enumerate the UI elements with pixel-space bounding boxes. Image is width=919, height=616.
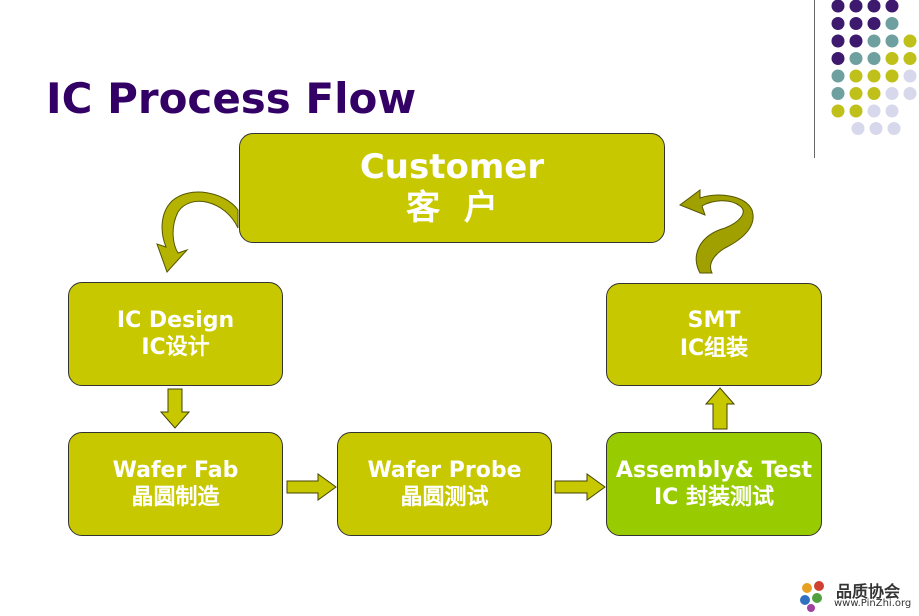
decor-dot — [831, 104, 845, 118]
node-ic-design-cn: IC设计 — [141, 335, 210, 360]
decor-dot — [849, 17, 863, 30]
decor-dot — [849, 69, 863, 83]
decor-dot — [885, 34, 899, 48]
node-wafer-probe: Wafer Probe 晶圆测试 — [337, 432, 552, 536]
arrow-design-to-fab — [159, 388, 191, 429]
decor-dot — [851, 122, 865, 135]
logo-name: 品质协会 — [836, 582, 901, 601]
decor-dot — [885, 104, 899, 118]
decor-dot — [885, 0, 899, 13]
decor-dot — [903, 69, 917, 83]
decor-dot — [867, 34, 881, 48]
page-title: IC Process Flow — [46, 74, 417, 123]
decor-dot — [849, 34, 863, 48]
decor-dot — [903, 52, 917, 65]
decor-dot — [849, 52, 863, 65]
arrow-fab-to-probe — [286, 473, 337, 501]
decor-dot — [867, 52, 881, 65]
decor-dot — [867, 69, 881, 83]
decor-dot — [869, 122, 883, 135]
decor-dot — [849, 0, 863, 13]
node-assembly-test: Assembly& Test IC 封装测试 — [606, 432, 822, 536]
node-assembly-test-cn: IC 封装测试 — [654, 485, 774, 510]
arrow-smt-to-customer — [678, 189, 754, 274]
node-customer-cn: 客 户 — [406, 188, 498, 228]
decor-dot — [831, 34, 845, 48]
arrow-assembly-to-smt — [704, 387, 736, 430]
decor-dot — [831, 87, 845, 100]
decor-dot — [849, 87, 863, 100]
decor-dot — [867, 17, 881, 30]
decor-dot — [885, 69, 899, 83]
decor-dot — [885, 17, 899, 30]
decor-dot — [831, 52, 845, 65]
decor-dot — [831, 69, 845, 83]
node-ic-design: IC Design IC设计 — [68, 282, 283, 386]
arrow-probe-to-assembly — [554, 473, 606, 501]
decor-dot — [867, 87, 881, 100]
logo-url: www.PinZhi.org — [834, 598, 912, 609]
decor-dot — [885, 87, 899, 100]
arrow-customer-to-design — [156, 191, 239, 273]
node-customer-en: Customer — [359, 147, 545, 188]
node-assembly-test-en: Assembly& Test — [615, 457, 813, 483]
decor-dot — [887, 122, 901, 135]
decor-dot — [831, 0, 845, 13]
decor-dot — [867, 104, 881, 118]
decorative-dot-grid — [831, 0, 917, 135]
decor-dot — [831, 17, 845, 30]
node-wafer-fab-en: Wafer Fab — [112, 457, 239, 483]
node-smt-cn: IC组装 — [679, 335, 749, 361]
decor-dot — [867, 0, 881, 13]
node-customer: Customer 客 户 — [239, 133, 665, 243]
decor-dot — [849, 104, 863, 118]
node-wafer-probe-cn: 晶圆测试 — [400, 485, 489, 510]
decor-dot — [903, 34, 917, 48]
node-wafer-fab-cn: 晶圆制造 — [131, 485, 220, 510]
node-smt: SMT IC组装 — [606, 283, 822, 386]
divider-line — [814, 0, 815, 158]
node-wafer-fab: Wafer Fab 晶圆制造 — [68, 432, 283, 536]
decor-dot — [885, 52, 899, 65]
node-ic-design-en: IC Design — [116, 307, 235, 333]
decor-dot — [903, 87, 917, 100]
node-smt-en: SMT — [687, 308, 741, 333]
pinzhi-logo-icon — [800, 581, 824, 612]
node-wafer-probe-en: Wafer Probe — [367, 457, 522, 483]
